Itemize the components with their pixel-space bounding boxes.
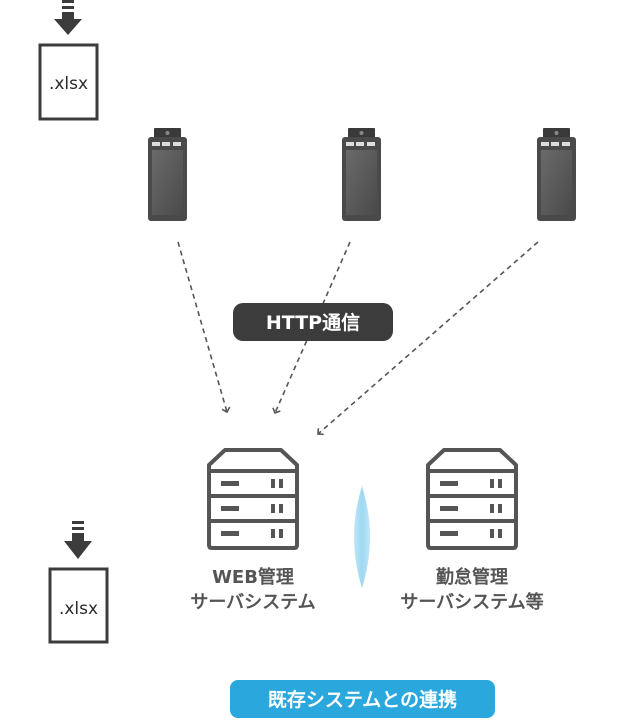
xlsx-file-top: .xlsx	[38, 43, 99, 121]
terminal-device-2	[342, 128, 381, 221]
xlsx-file-top-label: .xlsx	[49, 74, 88, 94]
xlsx-file-bottom-label: .xlsx	[59, 599, 98, 619]
footer-badge-label: 既存システムとの連携	[268, 688, 457, 711]
web-server-label-line2: サーバシステム	[190, 592, 315, 613]
system-link-connector	[354, 486, 370, 588]
web-server-label-line1: WEB管理	[212, 566, 294, 588]
download-icon-bottom	[64, 521, 92, 559]
download-icon-top	[54, 0, 82, 35]
attendance-server-label-line1: 勤怠管理	[436, 566, 508, 588]
dashed-arrow-3	[317, 241, 539, 436]
footer-badge: 既存システムとの連携	[230, 680, 495, 718]
http-badge: HTTP通信	[233, 303, 393, 341]
terminal-device-3	[537, 128, 576, 221]
dashed-arrow-1	[177, 241, 231, 414]
web-server-icon	[207, 448, 299, 550]
attendance-server-label-line2: サーバシステム等	[400, 591, 543, 613]
xlsx-file-bottom: .xlsx	[48, 567, 109, 644]
attendance-server-icon	[426, 448, 518, 550]
terminal-device-1	[148, 128, 187, 221]
http-badge-label: HTTP通信	[266, 311, 360, 334]
